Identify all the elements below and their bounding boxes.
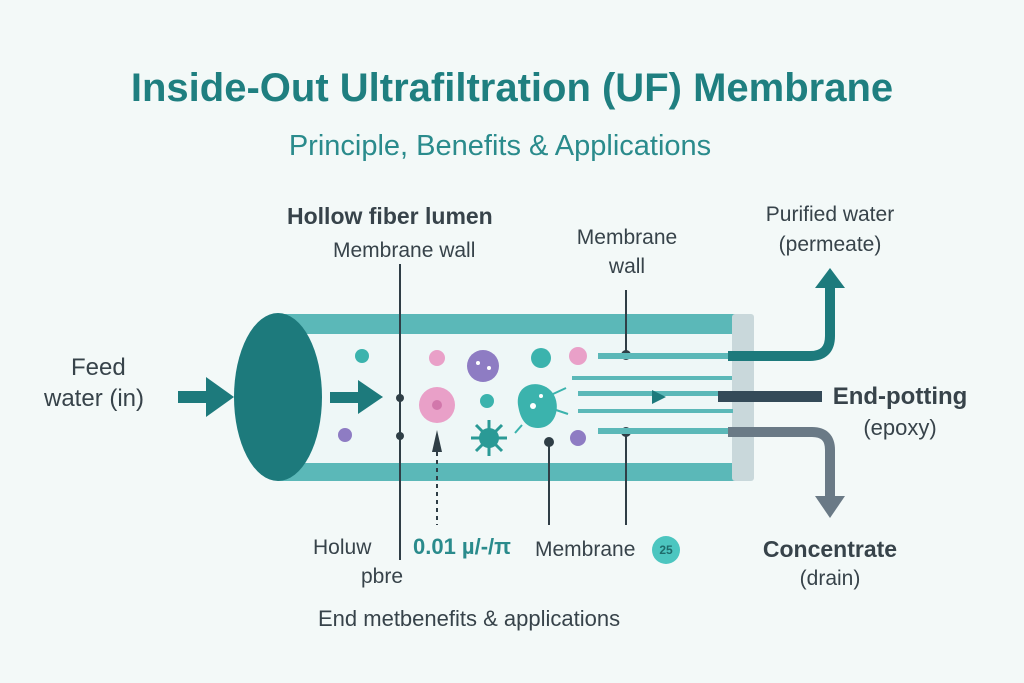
pore-badge: 25	[652, 536, 680, 564]
label-purified-water: Purified water	[765, 203, 895, 226]
label-feed: Feed	[71, 354, 126, 381]
concentrate-arrow-icon	[728, 427, 835, 500]
label-end-potting: End-potting	[832, 383, 968, 410]
label-hollow-fiber-lumen: Hollow fiber lumen	[287, 203, 493, 229]
label-membrane-wall-right-1: Membrane	[576, 226, 678, 249]
bacteria-icon	[514, 384, 569, 434]
label-concentrate: Concentrate	[762, 536, 898, 562]
virus-icon	[471, 420, 507, 456]
label-epoxy: (epoxy)	[863, 415, 937, 440]
label-feed-water-in: water (in)	[44, 385, 145, 412]
label-pore-size: 0.01 µ/-/π	[413, 534, 512, 559]
membrane-wall-bottom-band	[278, 463, 748, 481]
label-membrane-wall-right-2: wall	[608, 255, 646, 278]
label-permeate: (permeate)	[778, 233, 882, 256]
label-drain: (drain)	[799, 567, 861, 590]
particles	[338, 347, 587, 446]
page-title: Inside-Out Ultrafiltration (UF) Membrane	[130, 66, 894, 110]
feed-arrow-icon	[178, 377, 234, 417]
permeate-arrow-icon	[728, 284, 835, 361]
page-subtitle: Principle, Benefits & Applications	[288, 130, 712, 162]
label-membrane-bottom: Membrane	[535, 538, 636, 561]
label-hollow-fiber-bottom-2: pbre	[361, 565, 404, 588]
flow-arrowhead	[652, 390, 666, 404]
label-membrane-wall-top: Membrane wall	[333, 239, 476, 262]
lumen-arrow-icon	[330, 380, 383, 414]
pointer-lines	[399, 264, 627, 560]
footer-text: End metbenefits & applications	[318, 606, 621, 631]
membrane-wall-top-band	[278, 314, 748, 334]
label-hollow-fiber-bottom-1: Holuw	[313, 536, 372, 559]
end-potting-bar	[718, 391, 822, 402]
tube-inlet-ellipse	[234, 313, 322, 481]
